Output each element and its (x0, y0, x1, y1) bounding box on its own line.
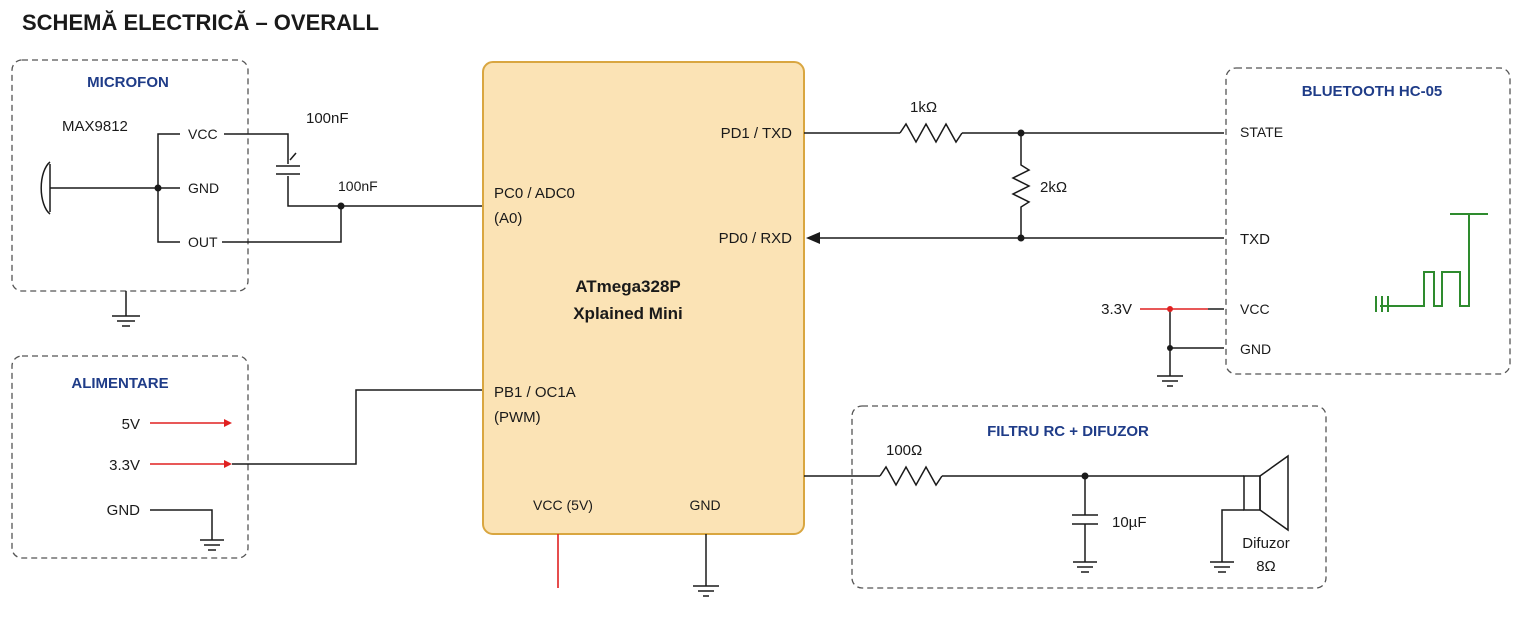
power-gnd-label: GND (107, 502, 141, 519)
mcu-pin-pb1: PB1 / OC1A (494, 384, 576, 401)
cap-bottom-wire (287, 176, 482, 207)
bt-supply-label: 3.3V (1101, 301, 1132, 318)
coupling-network: 100nF 100nF (236, 110, 482, 243)
mcu-block: ATmega328P Xplained Mini PC0 / ADC0 (A0)… (482, 61, 805, 535)
speaker-impedance: 8Ω (1256, 558, 1276, 575)
mic-ground-icon (112, 291, 140, 327)
mcu-pin-pd1: PD1 / TXD (721, 125, 793, 142)
page-title: SCHEMĂ ELECTRICĂ – OVERALL (22, 10, 379, 35)
adc-junction (337, 202, 345, 210)
mcu-board: Xplained Mini (573, 304, 683, 323)
resistor-2k-value: 2kΩ (1040, 179, 1067, 196)
microphone-block-title: MICROFON (87, 74, 169, 91)
mcu-ground-icon (693, 534, 719, 597)
mic-pin-out: OUT (188, 234, 218, 250)
mic-pin-gnd: GND (188, 180, 219, 196)
mcu-name: ATmega328P (575, 277, 681, 296)
power-5v-arrow-icon (150, 419, 232, 427)
resistor-2k-icon (1011, 133, 1031, 238)
filter-block-title: FILTRU RC + DIFUZOR (987, 423, 1149, 440)
power-3v3-arrow-icon (150, 460, 232, 468)
pwm-wire (232, 389, 482, 465)
microphone-icon (40, 161, 51, 215)
mcu-pin-vcc: VCC (5V) (533, 497, 593, 513)
power-block: ALIMENTARE 5V 3.3V GND (11, 355, 249, 559)
resistor-1k-value: 1kΩ (910, 99, 937, 116)
resistor-1k-icon (899, 122, 963, 144)
speaker-icon (1243, 454, 1289, 532)
bt-pin-state: STATE (1240, 124, 1283, 140)
resistor-100-value: 100Ω (886, 442, 922, 459)
filter-block-border (851, 405, 1327, 589)
mic-out-wire (236, 206, 342, 243)
power-3v3-label: 3.3V (109, 457, 140, 474)
power-5v-label: 5V (122, 416, 140, 433)
mcu-pin-a0: (A0) (494, 210, 522, 227)
cap-top-wire (236, 133, 289, 164)
bt-vcc-junction (1167, 306, 1173, 312)
power-gnd-wire (150, 509, 213, 540)
speaker-ground-icon (1210, 561, 1234, 573)
bt-pin-gnd: GND (1240, 341, 1271, 357)
cap2-value: 100nF (338, 178, 378, 194)
bluetooth-block-border (1225, 67, 1511, 375)
microphone-part-label: MAX9812 (62, 118, 128, 135)
resistor-100-icon (879, 465, 943, 487)
bluetooth-block: BLUETOOTH HC-05 STATE TXD VCC GND (1225, 67, 1511, 375)
cap1-value: 100nF (306, 110, 349, 127)
mcu-pin-pc0: PC0 / ADC0 (494, 185, 575, 202)
power-block-title: ALIMENTARE (71, 375, 168, 392)
speaker-label: Difuzor (1242, 535, 1290, 552)
mcu-pin-pd0: PD0 / RXD (719, 230, 793, 247)
mic-pin-vcc: VCC (188, 126, 218, 142)
filter-ground-icon (1073, 561, 1097, 573)
bluetooth-block-title: BLUETOOTH HC-05 (1302, 83, 1443, 100)
bt-pin-txd: TXD (1240, 231, 1270, 248)
speaker-gnd-wire (1221, 509, 1244, 562)
bt-gnd-junction (1167, 345, 1173, 351)
mcu-pin-gnd: GND (689, 497, 720, 513)
power-block-border (11, 355, 249, 559)
uart-divider: 1kΩ 2kΩ (804, 99, 1224, 244)
antenna-icon (1375, 213, 1488, 312)
capacitor-10uf-icon (1072, 476, 1098, 562)
bt-ground-icon (1157, 309, 1183, 387)
rxd-arrow-icon (806, 232, 820, 244)
mcu-body (482, 61, 805, 535)
bt-pin-vcc: VCC (1240, 301, 1270, 317)
mcu-pin-pwm: (PWM) (494, 409, 541, 426)
microphone-block-border (11, 59, 249, 292)
filter-block: FILTRU RC + DIFUZOR 100Ω 10µF Difu (804, 405, 1327, 589)
power-ground-icon (200, 539, 224, 551)
microphone-block: MICROFON MAX9812 VCC GND OUT (11, 59, 249, 292)
capacitor-10uf-value: 10µF (1112, 514, 1147, 531)
capacitor-icon-mark (289, 152, 297, 161)
